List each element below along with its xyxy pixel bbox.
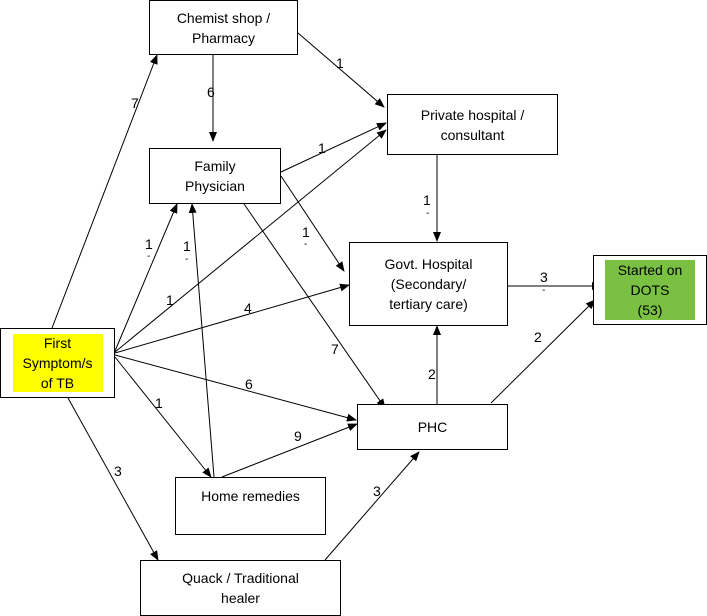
node-started-dots: Started on DOTS (53) (593, 255, 707, 325)
node-first-symptoms: First Symptom/s of TB (0, 328, 115, 398)
dash-first-family: - (147, 251, 150, 262)
node-quack-healer: Quack / Traditional healer (140, 560, 341, 616)
node-govt-hospital: Govt. Hospital (Secondary/ tertiary care… (349, 242, 508, 326)
node-family-physician: Family Physician (149, 148, 281, 204)
arrow-family-govt (280, 175, 345, 272)
label-phc-govt: 2 (428, 366, 436, 382)
node-home-remedies: Home remedies (175, 477, 326, 535)
label-home-family: 1 (183, 238, 191, 254)
label-first-family: 1 (145, 236, 153, 252)
first-symptoms-fill: First Symptom/s of TB (12, 334, 103, 392)
arrow-first-private (114, 129, 387, 353)
arrow-first-family (114, 203, 178, 352)
arrow-quack-phc (324, 451, 420, 561)
dots-fill: Started on DOTS (53) (605, 260, 695, 320)
label-family-phc: 7 (331, 341, 339, 357)
label-first-private: 1 (166, 292, 174, 308)
label-quack-phc: 3 (373, 483, 381, 499)
label-private-govt: 1 (423, 192, 431, 208)
arrow-home-family (188, 203, 215, 478)
arrow-first-phc (114, 354, 357, 422)
label-phc-dots: 2 (534, 329, 542, 345)
label-first-phc: 6 (245, 376, 253, 392)
node-phc: PHC (357, 404, 508, 450)
label-chemist-private: 1 (336, 55, 344, 71)
label-family-govt: 1 (302, 224, 310, 240)
arrow-phc-dots (490, 299, 596, 404)
arrow-first-chemist (51, 54, 158, 329)
label-home-phc: 9 (294, 428, 302, 444)
arrow-first-home (114, 356, 212, 478)
arrow-family-private (280, 122, 387, 173)
node-chemist-shop: Chemist shop / Pharmacy (149, 0, 298, 55)
arrow-first-quack (67, 397, 159, 561)
label-first-home: 1 (155, 395, 163, 411)
label-chemist-family: 6 (207, 84, 215, 100)
arrow-first-govt (114, 283, 350, 354)
label-first-quack: 3 (114, 463, 122, 479)
arrow-chemist-private (297, 32, 385, 108)
arrow-home-phc (221, 423, 358, 478)
label-govt-dots: 3 (540, 269, 548, 285)
dash-family-govt: - (304, 239, 307, 250)
label-family-private: 1 (318, 140, 326, 156)
label-first-govt: 4 (244, 300, 252, 316)
dash-private-govt: - (426, 208, 429, 219)
label-first-chemist: 7 (131, 95, 139, 111)
dash-home-family: - (185, 254, 188, 265)
arrow-family-phc (243, 203, 386, 409)
dash-govt-dots: - (542, 285, 545, 296)
node-private-hospital: Private hospital / consultant (387, 94, 558, 155)
